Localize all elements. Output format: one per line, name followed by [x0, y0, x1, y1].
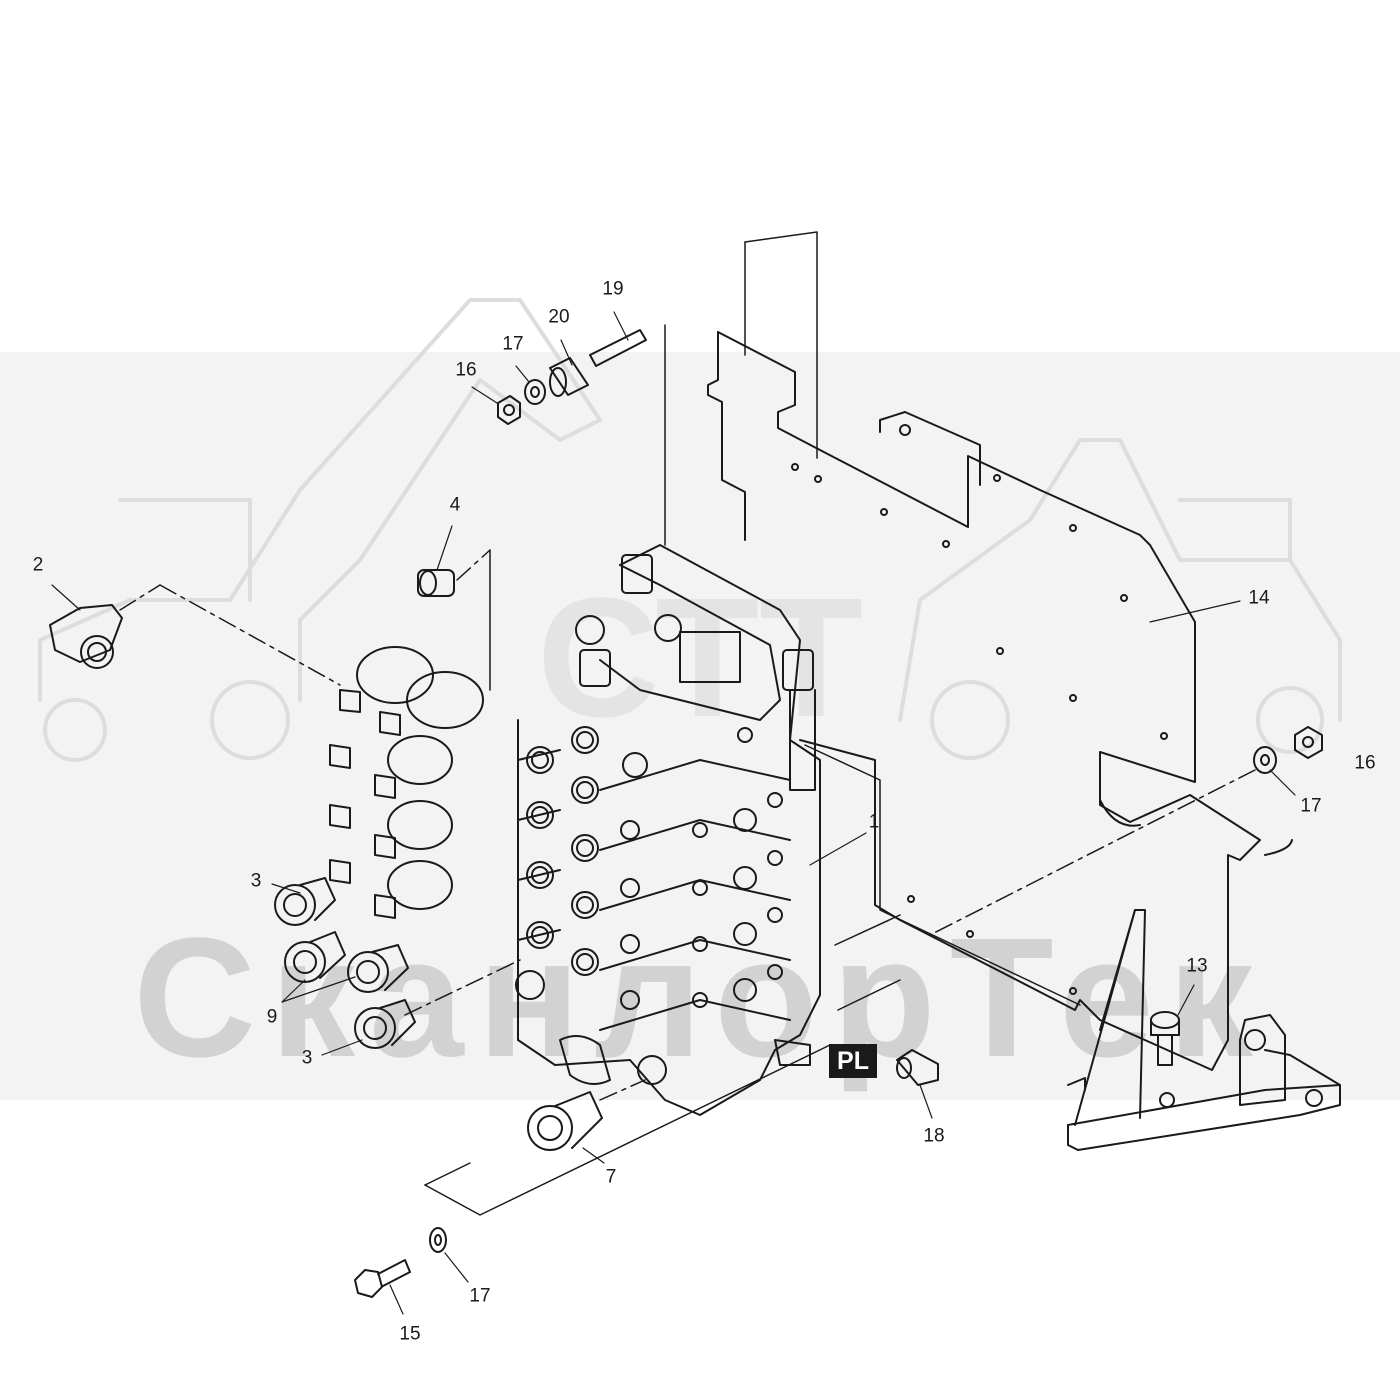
- callout-16: 16: [1354, 752, 1376, 774]
- washer-17-top: [524, 379, 546, 405]
- callout-16: 16: [455, 359, 477, 381]
- fitting-9a: [284, 931, 346, 983]
- callout-17: 17: [502, 333, 524, 355]
- callout-3: 3: [301, 1047, 313, 1069]
- stud-19: [589, 329, 647, 367]
- callout-4: 4: [449, 494, 461, 516]
- callout-17: 17: [469, 1285, 491, 1307]
- watermark-machine-right: [898, 438, 1342, 760]
- callout-13: 13: [1186, 955, 1208, 977]
- callout-19: 19: [602, 278, 624, 300]
- watermark-machine-left: [38, 298, 602, 762]
- callout-3: 3: [250, 870, 262, 892]
- callout-20: 20: [548, 306, 570, 328]
- bracket-plate: [707, 331, 1293, 1071]
- watermark-logo: СТТ: [536, 563, 864, 753]
- bracket-foot: [1067, 909, 1341, 1151]
- washer-17-bottom: [429, 1227, 447, 1253]
- valve-spools: [620, 792, 783, 1010]
- fitting-7: [527, 1091, 603, 1151]
- pl-marker: PL: [829, 1044, 877, 1078]
- fitting-4: [417, 569, 455, 597]
- spacer-20: [549, 357, 589, 397]
- callout-18: 18: [923, 1125, 945, 1147]
- callout-leaders: [51, 311, 1296, 1315]
- leader-dash-lines: [119, 549, 1256, 1101]
- control-valve: [515, 544, 821, 1116]
- nut-16-top: [497, 395, 521, 425]
- valve-ports: [526, 726, 599, 976]
- washer-17-right: [1253, 746, 1277, 774]
- fitting-3-top: [274, 877, 336, 926]
- fitting-2: [49, 604, 123, 669]
- callout-2: 2: [32, 554, 44, 576]
- nut-16-right: [1294, 726, 1323, 759]
- callout-14: 14: [1248, 587, 1270, 609]
- watermark-band: [0, 352, 1400, 1100]
- leader-solid-lines: [424, 231, 1081, 1216]
- fitting-9b: [347, 944, 409, 993]
- fitting-18: [896, 1049, 939, 1086]
- bolt-13: [1150, 1011, 1180, 1066]
- callout-1: 1: [868, 811, 880, 833]
- callout-7: 7: [605, 1166, 617, 1188]
- callout-15: 15: [399, 1323, 421, 1345]
- callout-17: 17: [1300, 795, 1322, 817]
- bolt-15: [354, 1259, 411, 1298]
- solenoids: [329, 646, 484, 919]
- fitting-3-bottom: [354, 999, 416, 1049]
- callout-9: 9: [266, 1006, 278, 1028]
